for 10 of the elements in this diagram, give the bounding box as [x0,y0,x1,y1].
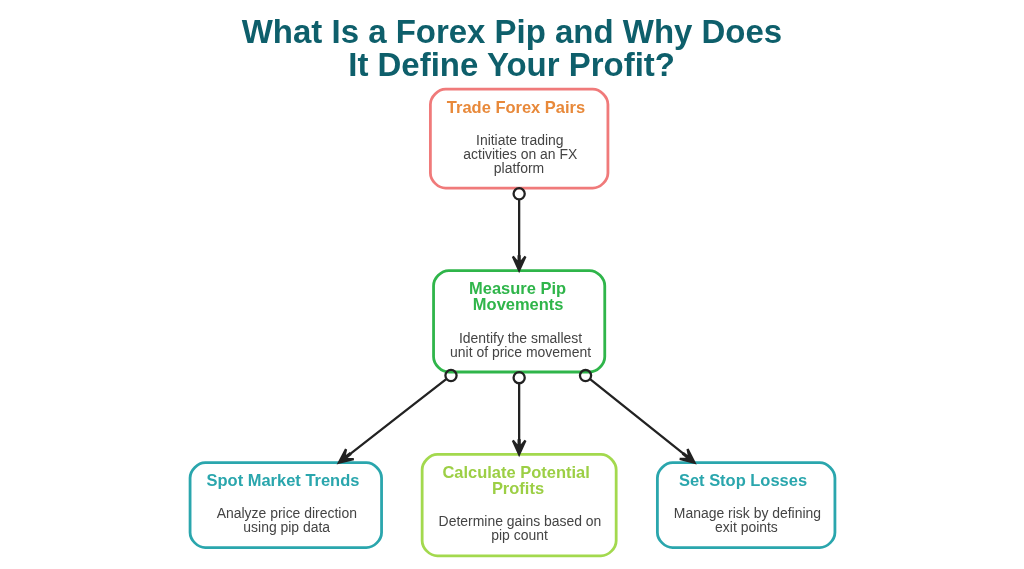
arrow [511,370,527,456]
node-box: Calculate Potential Profits Determine gains based on pip count [420,453,618,558]
arrow [511,187,527,272]
arrow [337,368,458,464]
arrow [578,368,696,464]
node-box: Spot Market Trends Analyze price direction using pip data [188,461,383,550]
diagram-title: What Is a Forex Pip and Why Does It Define Your Profit? [241,13,782,84]
node-box: Set Stop Losses Manage risk by defining exit points [655,461,836,550]
node-box: Trade Forex Pairs Initiate trading activities on an FX platform [428,87,609,190]
node-box: Measure Pip Movements Identify the smallest unit of price movement [431,269,606,374]
